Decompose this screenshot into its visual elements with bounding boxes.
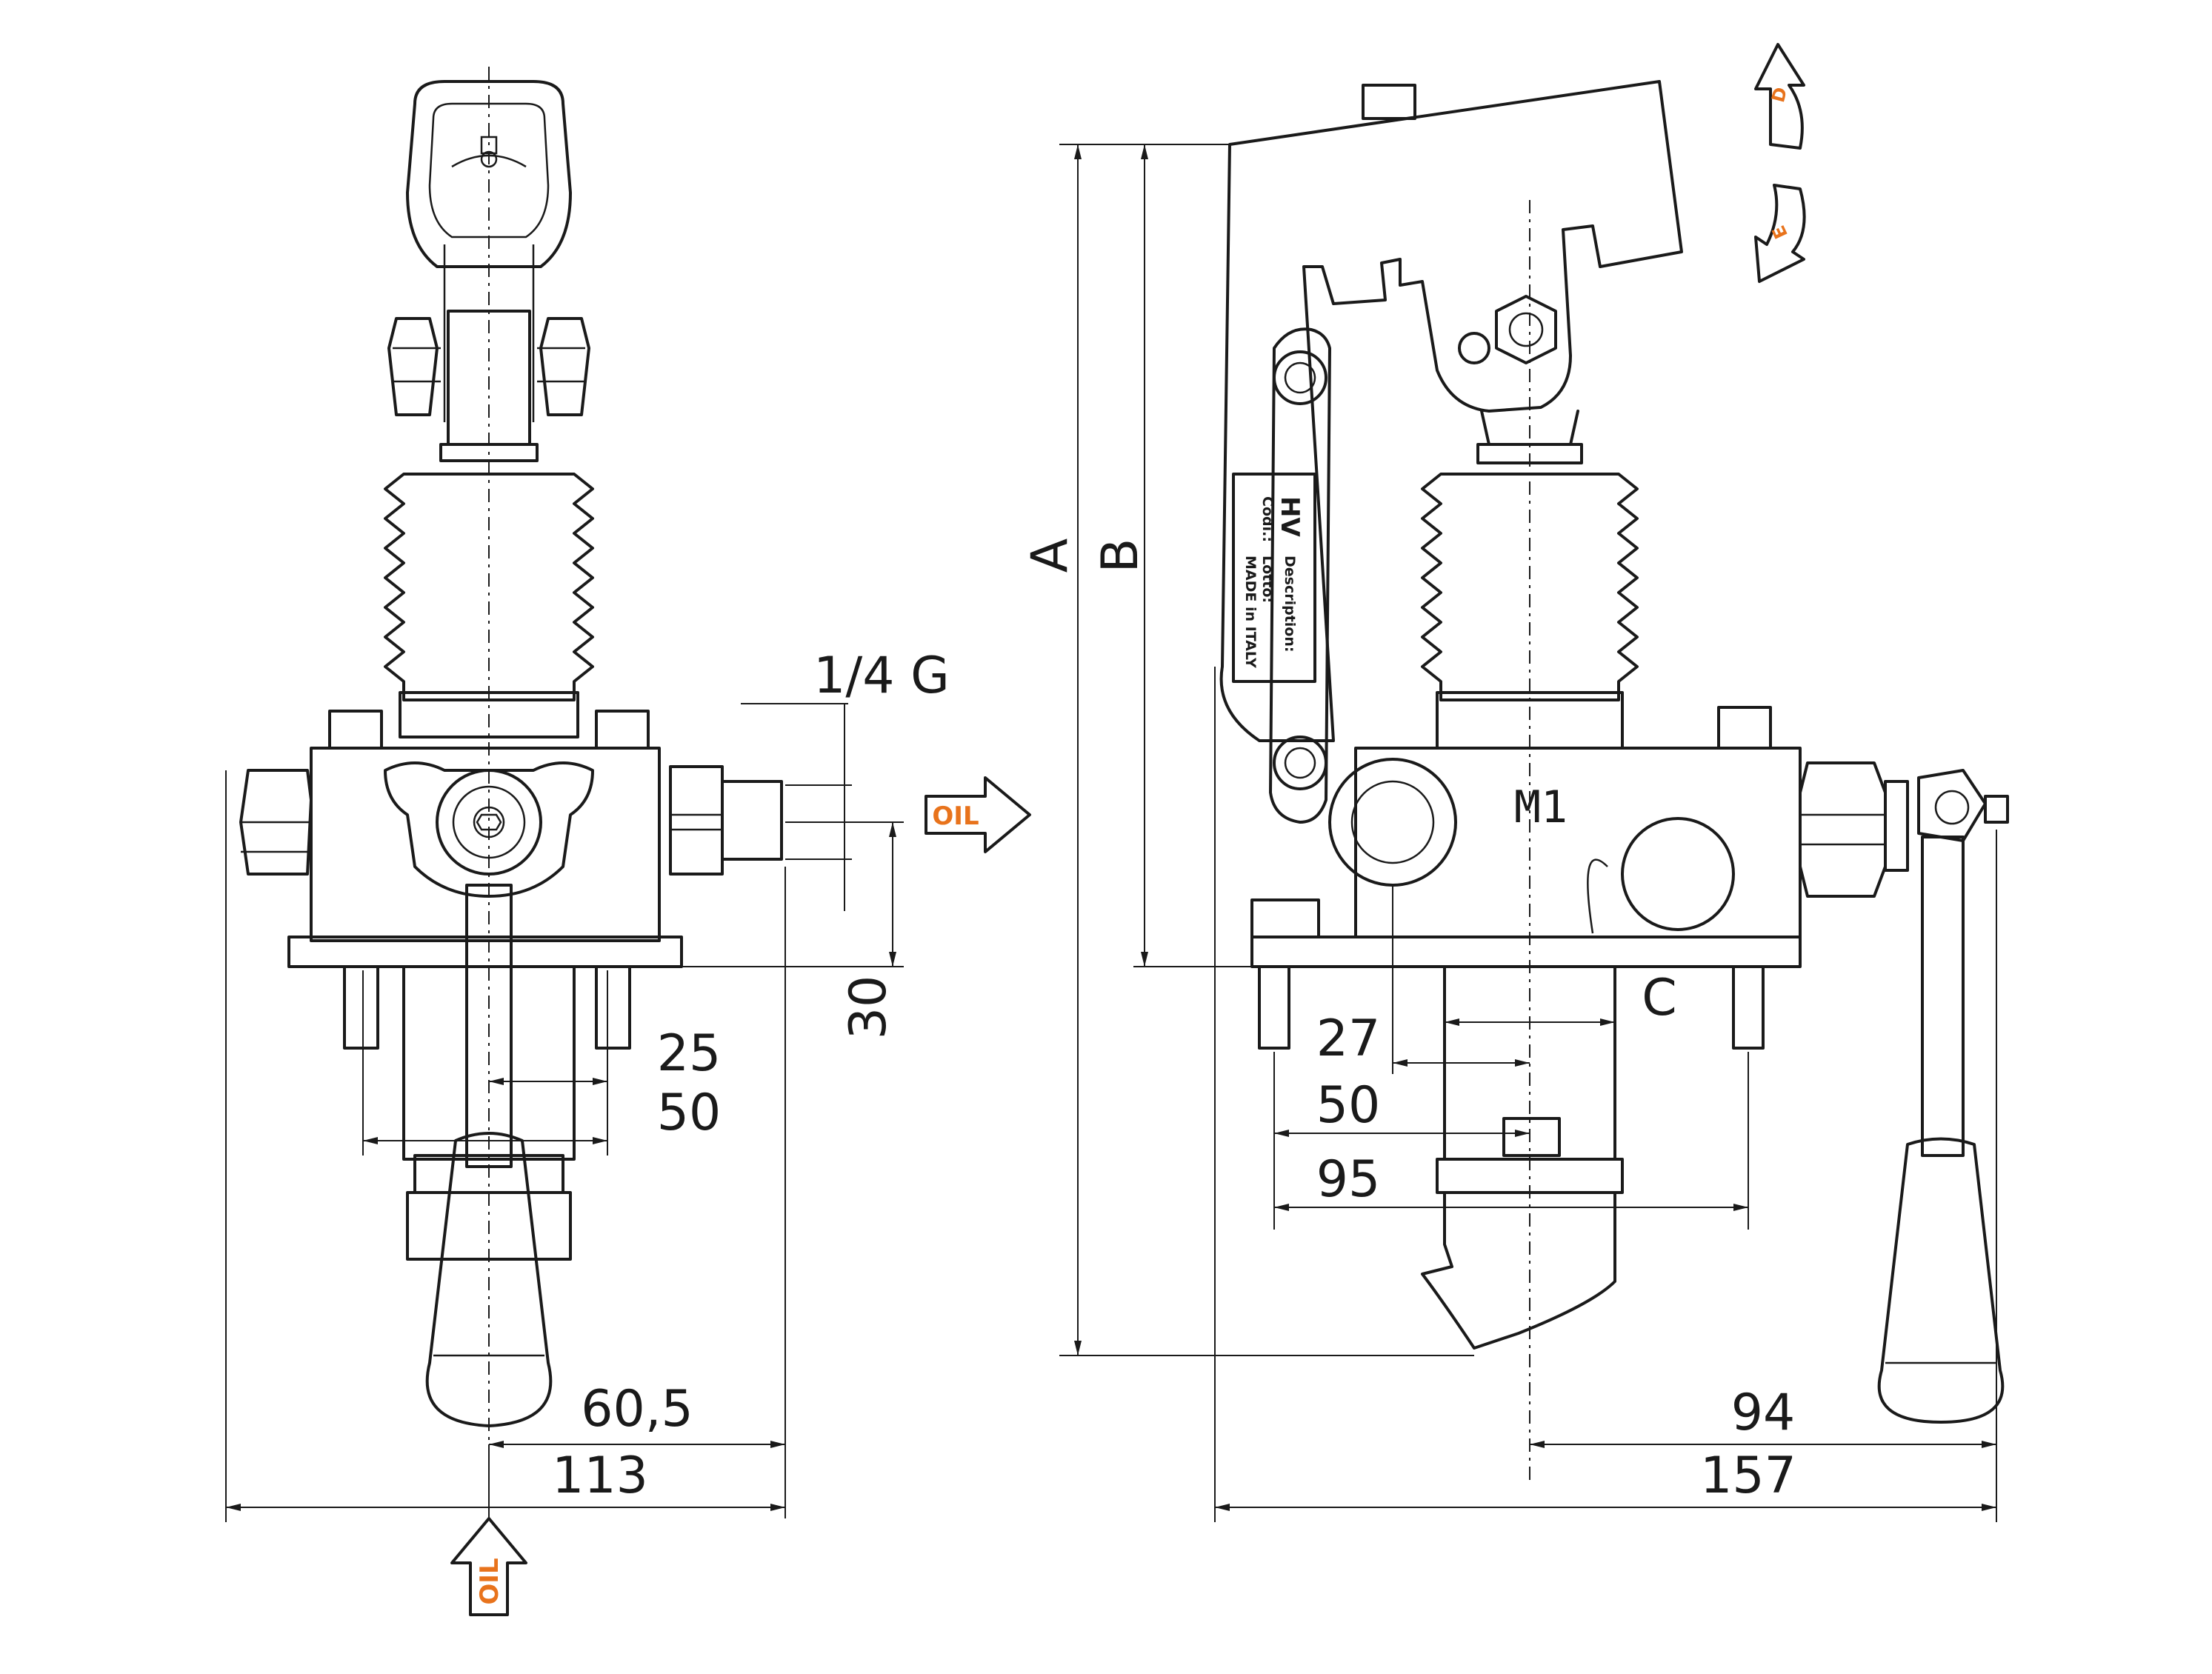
dim-spacing-95: 95 (1316, 1150, 1381, 1209)
direction-down-arrow (1754, 184, 1806, 283)
dim-overall-width-front: 113 (552, 1447, 648, 1505)
front-lever-knob (425, 1132, 553, 1427)
oil-inlet-arrow (450, 1517, 527, 1616)
link-arm (1269, 327, 1331, 824)
front-view: 1/4 G 30 25 50 60,5 113 OIL OIL (225, 67, 1031, 1616)
nameplate (1232, 473, 1316, 683)
bellows (384, 473, 594, 701)
outlet-fitting (669, 765, 724, 876)
dim-lever-offset-front: 60,5 (581, 1380, 693, 1438)
oil-inlet-label: OIL (475, 1558, 504, 1604)
dim-height-b: B (1091, 538, 1150, 573)
dim-port-thread: 1/4 G (813, 647, 950, 705)
m1-label: M1 (1514, 781, 1568, 833)
nameplate-origin: MADE in ITALY (1242, 556, 1259, 668)
release-lever-rod (1921, 836, 1965, 1157)
suction-elbow (1421, 1191, 1616, 1350)
nameplate-description: Description: (1282, 556, 1298, 653)
dim-mount-large: 50 (657, 1084, 722, 1142)
side-outlet-fitting (1799, 761, 1887, 898)
dim-suction-c: C (1642, 969, 1676, 1027)
side-view: HV Description: Codi.: Lotto: MADE in IT… (1021, 43, 2009, 1522)
dim-mount-small: 25 (657, 1024, 722, 1083)
nameplate-lot: Lotto: (1259, 556, 1276, 603)
dim-spacing-27: 27 (1316, 1010, 1381, 1068)
nameplate-brand: HV (1275, 496, 1305, 537)
side-pump-block (1354, 747, 1802, 938)
relief-plug (1621, 817, 1735, 931)
dim-overall-width-side: 157 (1700, 1447, 1796, 1505)
direction-down-label: E (1768, 222, 1792, 242)
dim-height-a: A (1021, 538, 1079, 573)
release-lever-knob (1877, 1137, 2005, 1424)
handle-loop (406, 80, 572, 268)
front-lever-rod (465, 884, 513, 1168)
direction-up-arrow (1754, 43, 1805, 150)
right-pin-nut (539, 317, 590, 416)
handle-arm (1219, 80, 1683, 742)
side-bellows (1421, 473, 1639, 701)
pump-block (310, 747, 661, 942)
oil-outlet-arrow (925, 776, 1031, 853)
nameplate-code: Codi.: (1259, 496, 1276, 542)
left-pin-nut (387, 317, 439, 416)
m1-port (1328, 758, 1457, 887)
dim-lever-offset-side: 94 (1731, 1384, 1796, 1442)
oil-outlet-label: OIL (932, 801, 979, 831)
handle-nut (1495, 295, 1557, 364)
dim-spacing-50: 50 (1316, 1076, 1381, 1135)
dim-port-height: 30 (839, 976, 898, 1040)
